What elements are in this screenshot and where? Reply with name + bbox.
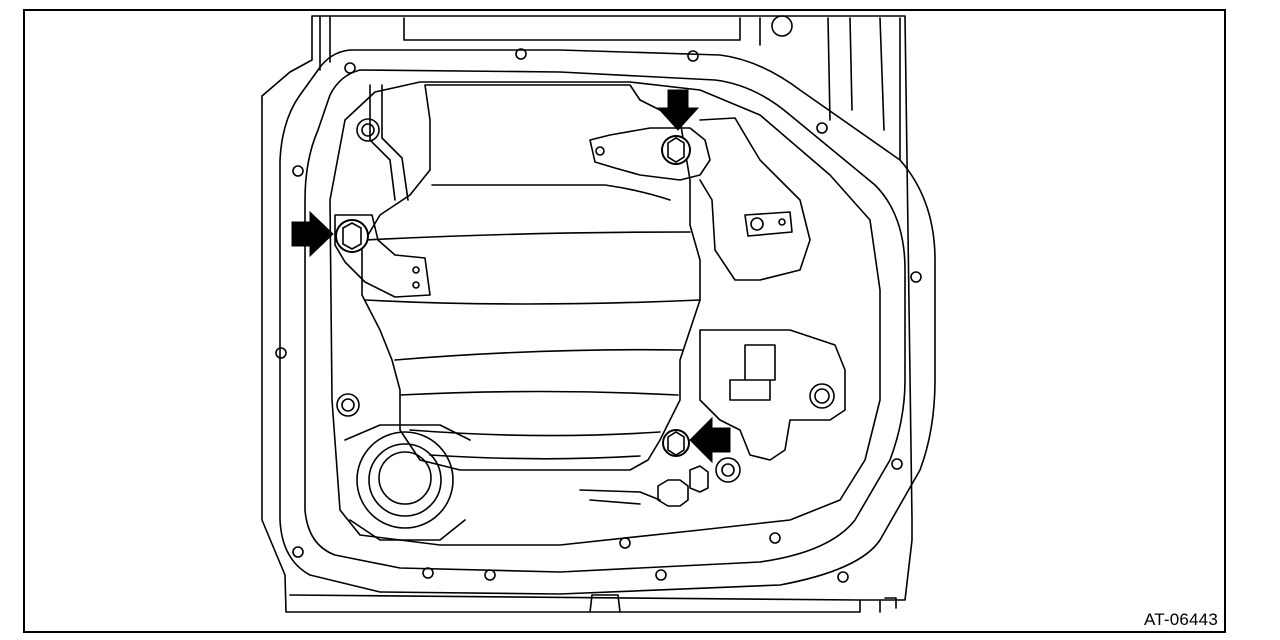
oil-strainer — [361, 84, 701, 471]
flange-hole — [515, 48, 527, 60]
upper-valve-body — [699, 117, 811, 281]
figure-code-label: AT-06443 — [1143, 610, 1218, 629]
arrow-down-icon — [656, 89, 700, 131]
flange-hole — [484, 569, 496, 581]
left-bracket — [334, 214, 431, 298]
flange-hole — [769, 532, 781, 544]
strainer-outlet-bore — [378, 451, 432, 505]
case-outline — [261, 15, 913, 613]
flange-hole — [837, 571, 849, 583]
bolt-lower-hex — [667, 431, 685, 456]
bolt-upper-right-hex — [667, 137, 685, 163]
left-lower-boss — [336, 393, 360, 417]
flange-hole — [655, 569, 667, 581]
flange-hole — [910, 271, 922, 283]
left-boss — [356, 118, 380, 142]
bracket-slot — [412, 266, 420, 274]
lower-hex-bolt — [657, 465, 709, 507]
figure-border — [23, 9, 1226, 633]
bolt-upper-right[interactable] — [661, 135, 691, 165]
valve-body-detail — [729, 344, 776, 401]
pan-flange-inner — [304, 69, 906, 573]
bolt-lower[interactable] — [662, 429, 690, 457]
strainer-outlet-outer — [356, 431, 454, 529]
bolt-left-hex — [342, 222, 362, 250]
left-lower-boss-inner — [341, 398, 355, 412]
lower-pipe — [579, 489, 661, 505]
left-pipe — [369, 84, 409, 201]
upper-link-pin — [750, 217, 764, 231]
lower-right-boss — [715, 457, 741, 483]
flange-hole — [344, 62, 356, 74]
flange-hole — [687, 50, 699, 62]
left-boss-inner — [361, 123, 375, 137]
flange-hole — [275, 347, 287, 359]
strainer-rib — [364, 184, 701, 460]
flange-hole — [619, 537, 631, 549]
case-bottom-rim — [289, 594, 897, 613]
pan-inner-wall — [329, 81, 881, 546]
flange-hole — [292, 165, 304, 177]
bracket-slot — [412, 281, 420, 289]
upper-link-pin — [778, 218, 786, 226]
upper-bracket — [589, 127, 711, 181]
flange-hole — [292, 546, 304, 558]
upper-bracket-hole — [595, 146, 605, 156]
case-top-ribs — [319, 15, 901, 161]
arrow-left-icon — [689, 416, 731, 464]
upper-link — [744, 211, 793, 237]
strainer-outlet-neck — [344, 424, 471, 541]
pan-flange-outer — [279, 49, 936, 595]
right-bolt-inner — [814, 388, 830, 404]
flange-hole — [422, 567, 434, 579]
valve-body-right — [699, 329, 846, 461]
case-boss-top — [771, 15, 793, 37]
bolt-left[interactable] — [335, 219, 369, 253]
flange-hole — [891, 458, 903, 470]
strainer-outlet-inner — [368, 443, 442, 517]
flange-hole — [816, 122, 828, 134]
right-bolt — [809, 383, 835, 409]
lower-right-boss-inner — [721, 463, 735, 477]
arrow-right-icon — [291, 210, 334, 258]
